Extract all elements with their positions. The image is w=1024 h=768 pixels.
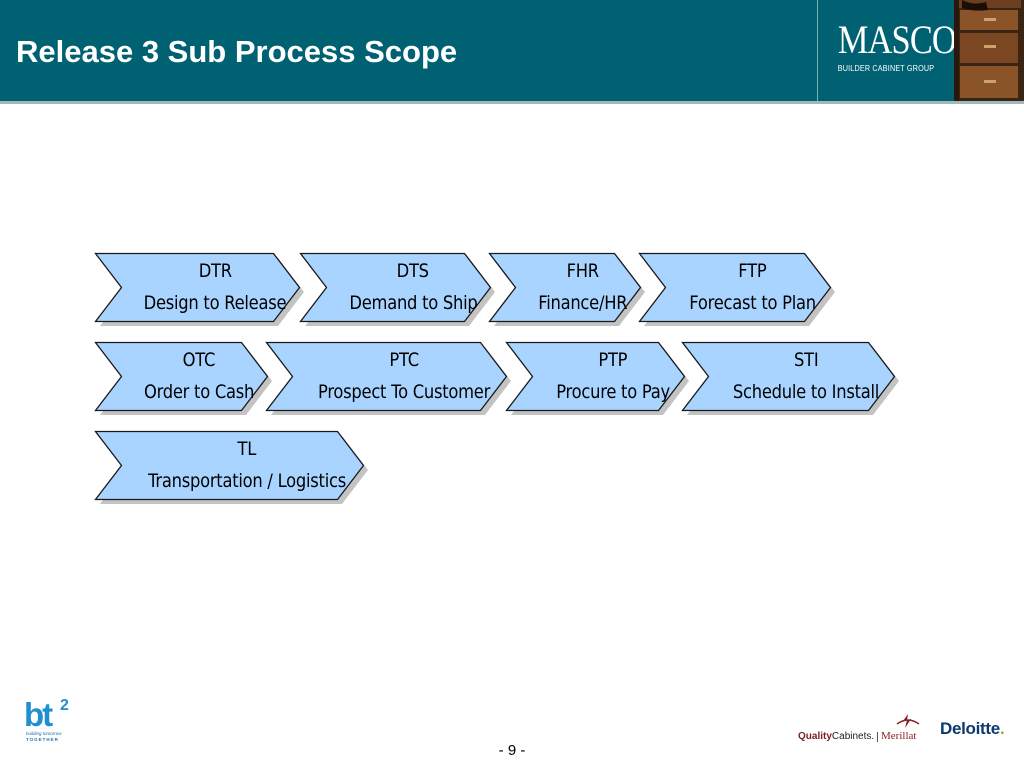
process-name: Prospect To Customer — [317, 381, 491, 403]
chevron-body — [94, 430, 365, 501]
process-name: Schedule to Install — [732, 381, 880, 403]
chevron-body — [488, 252, 642, 323]
process-name: Finance/HR — [537, 292, 628, 314]
chevron-shape — [94, 341, 272, 415]
chevron-shape — [94, 430, 368, 504]
chevron-text: FTP Forecast to Plan — [639, 253, 848, 321]
process-code: OTC — [182, 349, 216, 371]
header-underline — [0, 101, 1024, 104]
process-code: FHR — [566, 260, 599, 282]
merillat-logo: Merillat — [881, 712, 927, 744]
process-name: Design to Release — [143, 292, 287, 314]
bt2-logo: bt 2 building tomorrow TOGETHER — [24, 696, 76, 748]
chevron-body — [505, 341, 686, 412]
chevron-body — [94, 341, 269, 412]
process-chevron-ptc: PTC Prospect To Customer — [265, 341, 511, 415]
bt2-logo-name: bt — [24, 696, 53, 733]
process-chevron-ptp: PTP Procure to Pay — [505, 341, 689, 415]
process-code: FTP — [738, 260, 767, 282]
masco-logo-tagline: BUILDER CABINET GROUP — [837, 64, 935, 73]
bt2-logo-tagline: building tomorrow TOGETHER — [26, 731, 62, 743]
header-divider — [817, 0, 818, 101]
chevron-text: FHR Finance/HR — [489, 253, 658, 321]
chevron-shape — [299, 252, 495, 326]
process-code: PTC — [389, 349, 419, 371]
chevron-text: TL Transportation / Logistics — [95, 431, 381, 499]
deloitte-logo-name: Deloitte — [940, 719, 1000, 738]
masco-logo: MASCO BUILDER CABINET GROUP — [830, 17, 957, 74]
process-chevron-tl: TL Transportation / Logistics — [94, 430, 368, 504]
process-chevron-dtr: DTR Design to Release — [94, 252, 304, 326]
chevron-body — [265, 341, 508, 412]
chevron-text: DTR Design to Release — [95, 253, 317, 321]
logo-separator — [877, 732, 878, 742]
process-code: PTP — [598, 349, 628, 371]
process-code: DTS — [396, 260, 430, 282]
chevron-shape — [681, 341, 899, 415]
chevron-body — [638, 252, 832, 323]
process-chevron-otc: OTC Order to Cash — [94, 341, 272, 415]
process-code: STI — [793, 349, 819, 371]
bt2-logo-tagline-1: building tomorrow — [26, 731, 62, 736]
quality-cabinets-logo-bold: Quality — [798, 731, 832, 742]
page-number: - 9 - — [498, 742, 526, 759]
process-chevron-fhr: FHR Finance/HR — [488, 252, 645, 326]
process-code: DTR — [198, 260, 232, 282]
chevron-body — [94, 252, 301, 323]
bt2-logo-superscript: 2 — [60, 697, 69, 714]
chevron-shape — [488, 252, 645, 326]
chevron-body — [681, 341, 896, 412]
chevron-text: STI Schedule to Install — [682, 342, 912, 410]
chevron-shape — [638, 252, 835, 326]
masco-logo-name: MASCO — [837, 17, 957, 62]
bt2-logo-tagline-2: TOGETHER — [26, 737, 59, 742]
chevron-text: OTC Order to Cash — [95, 342, 285, 410]
process-chevron-ftp: FTP Forecast to Plan — [638, 252, 835, 326]
slide-title: Release 3 Sub Process Scope — [16, 34, 458, 69]
slide-header — [0, 0, 1024, 101]
process-name: Order to Cash — [143, 381, 255, 403]
process-name: Procure to Pay — [556, 381, 670, 403]
process-name: Demand to Ship — [348, 292, 478, 314]
deloitte-logo-dot: . — [999, 719, 1005, 738]
quality-cabinets-logo: QualityCabinets. — [798, 731, 874, 742]
process-chevron-dts: DTS Demand to Ship — [299, 252, 495, 326]
chevron-text: DTS Demand to Ship — [300, 253, 508, 321]
merillat-emblem-icon — [896, 714, 920, 728]
chevron-text: PTP Procure to Pay — [506, 342, 702, 410]
deloitte-logo: Deloitte. — [940, 719, 1005, 739]
chevron-body — [299, 252, 492, 323]
chevron-text: PTC Prospect To Customer — [266, 342, 524, 410]
process-name: Forecast to Plan — [689, 292, 816, 314]
merillat-logo-name: Merillat — [881, 730, 917, 742]
chevron-shape — [94, 252, 304, 326]
chevron-shape — [265, 341, 511, 415]
process-name: Transportation / Logistics — [148, 470, 346, 492]
process-code: TL — [237, 438, 257, 460]
cabinet-photo — [954, 0, 1024, 101]
chevron-shape — [505, 341, 689, 415]
quality-cabinets-logo-rest: Cabinets. — [831, 731, 875, 742]
process-chevron-sti: STI Schedule to Install — [681, 341, 899, 415]
